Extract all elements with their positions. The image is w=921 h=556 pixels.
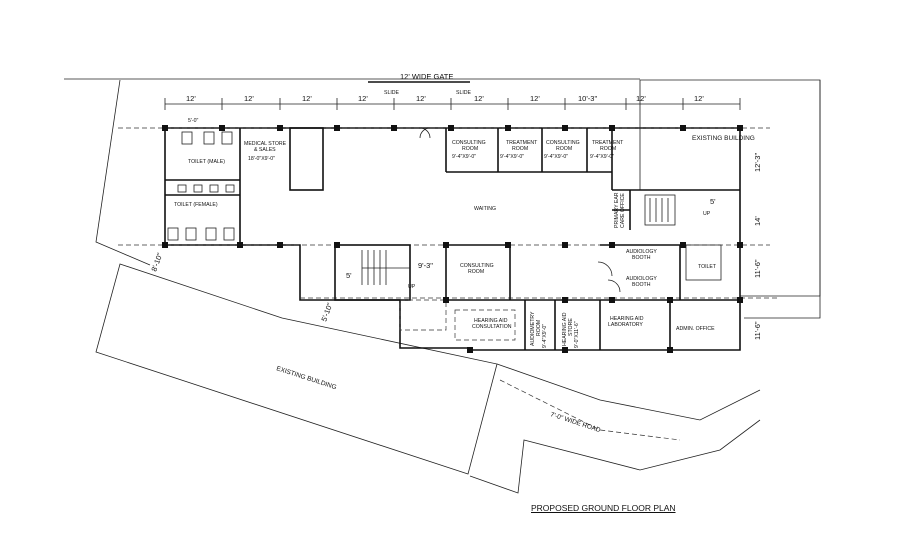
label-consulting-2c: 9'-4"X9'-0" <box>544 154 568 160</box>
label-medical-store-3: 18'-0"X9'-0" <box>248 156 275 162</box>
dim-top-10: 12' <box>694 94 704 103</box>
label-admin-office: ADMIN. OFFICE <box>676 326 715 332</box>
label-audiometry-a: AUDIOMETRY <box>530 311 536 346</box>
label-up-left: UP <box>408 284 416 290</box>
site-boundary-right <box>744 80 821 319</box>
existing-building-bottom-left <box>95 263 498 475</box>
dim-side-6: 5'-10" <box>319 301 334 322</box>
stair-left <box>361 250 410 285</box>
dim-top-6: 12' <box>474 94 484 103</box>
dim-side-2: 14' <box>753 216 762 226</box>
label-hearing-consult-b: CONSULTATION <box>472 324 512 330</box>
label-stair-dim-right: 5' <box>710 197 716 206</box>
road-edge-upper <box>496 363 761 421</box>
label-toilet-female: TOILET (FEMALE) <box>174 202 218 208</box>
dim-top-9: 12' <box>636 94 646 103</box>
site-boundary-left <box>95 79 151 266</box>
label-treatment-2c: 9'-4"X9'-0" <box>590 154 614 160</box>
label-treatment-1c: 9'-4"X9'-0" <box>500 154 524 160</box>
label-consulting-1c: 9'-4"X9'-0" <box>452 154 476 160</box>
label-hearing-store-b: STORE <box>568 318 574 336</box>
slide-label-left: SLIDE <box>384 90 400 96</box>
label-toilet-small-dim: 5'-0" <box>188 118 198 124</box>
label-up-right: UP <box>703 211 711 217</box>
label-medical-store-2: & SALES <box>254 147 276 153</box>
dim-top-8: 10'-3" <box>578 94 597 103</box>
dim-top-5: 12' <box>416 94 426 103</box>
label-consulting-3a: CONSULTING <box>460 263 494 269</box>
label-treatment-2a: TREATMENT <box>592 140 624 146</box>
dim-side-3: 11'-6" <box>753 259 762 278</box>
label-audiology-1b: BOOTH <box>632 255 651 261</box>
label-hearing-consult-a: HEARING AID <box>474 318 508 324</box>
label-stair-dim-left: 5' <box>346 271 352 280</box>
dim-top-4: 12' <box>358 94 368 103</box>
label-treatment-1a: TREATMENT <box>506 140 538 146</box>
toilet-fixtures <box>167 131 235 241</box>
stair-right <box>649 198 669 222</box>
label-audiology-2a: AUDIOLOGY <box>626 276 657 282</box>
road-edge-lower <box>469 419 761 494</box>
label-waiting: WAITING <box>474 206 496 212</box>
label-hearing-lab-a: HEARING AID <box>610 316 644 322</box>
slide-label-right: SLIDE <box>456 90 472 96</box>
label-road: 7'-0" WIDE ROAD <box>549 411 601 434</box>
label-audiology-1a: AUDIOLOGY <box>626 249 657 255</box>
label-consulting-2a: CONSULTING <box>546 140 580 146</box>
label-consulting-2b: ROOM <box>556 146 572 152</box>
interior-walls <box>165 127 740 350</box>
door-swings <box>419 127 621 293</box>
label-audiology-2b: BOOTH <box>632 282 651 288</box>
label-hearing-lab-b: LABORATORY <box>608 322 643 328</box>
label-consulting-1a: CONSULTING <box>452 140 486 146</box>
gate-label: 12' WIDE GATE <box>400 72 453 81</box>
label-treatment-2b: ROOM <box>600 146 616 152</box>
label-toilet: TOILET <box>698 264 717 270</box>
label-medical-store-1: MEDICAL STORE <box>244 141 287 147</box>
dim-top-1: 12' <box>186 94 196 103</box>
label-audiometry-b: ROOM <box>536 320 542 336</box>
top-dimension-ticks <box>164 98 741 110</box>
existing-building-top-right <box>639 79 821 297</box>
dim-side-4: 11'-6" <box>753 321 762 340</box>
plan-title: PROPOSED GROUND FLOOR PLAN <box>531 503 676 513</box>
label-consulting-1b: ROOM <box>462 146 478 152</box>
dim-top-2: 12' <box>244 94 254 103</box>
dim-side-5: 8'-10" <box>149 251 164 272</box>
label-treatment-1b: ROOM <box>512 146 528 152</box>
label-hearing-store-a: HEARING AID <box>562 312 568 346</box>
label-existing-bottom: EXISTING BUILDING <box>275 365 337 391</box>
label-consulting-3b: ROOM <box>468 269 484 275</box>
label-primary-ear-a: PRIMARY EAR <box>614 192 620 228</box>
label-hearing-store-c: 9'-0"X11'-6" <box>574 321 580 348</box>
columns <box>162 125 743 353</box>
dim-top-3: 12' <box>302 94 312 103</box>
label-stair-dim-mid: 9'-3" <box>418 261 433 270</box>
dim-top-7: 12' <box>530 94 540 103</box>
label-audiometry-c: 9'-4"X9'-0" <box>542 324 548 348</box>
label-toilet-male: TOILET (MALE) <box>188 159 225 165</box>
dim-side-1: 12'-3" <box>753 153 762 172</box>
label-primary-ear-b: CARE OFFICE <box>620 193 626 228</box>
label-existing-top: EXISTING BUILDING <box>692 135 755 142</box>
